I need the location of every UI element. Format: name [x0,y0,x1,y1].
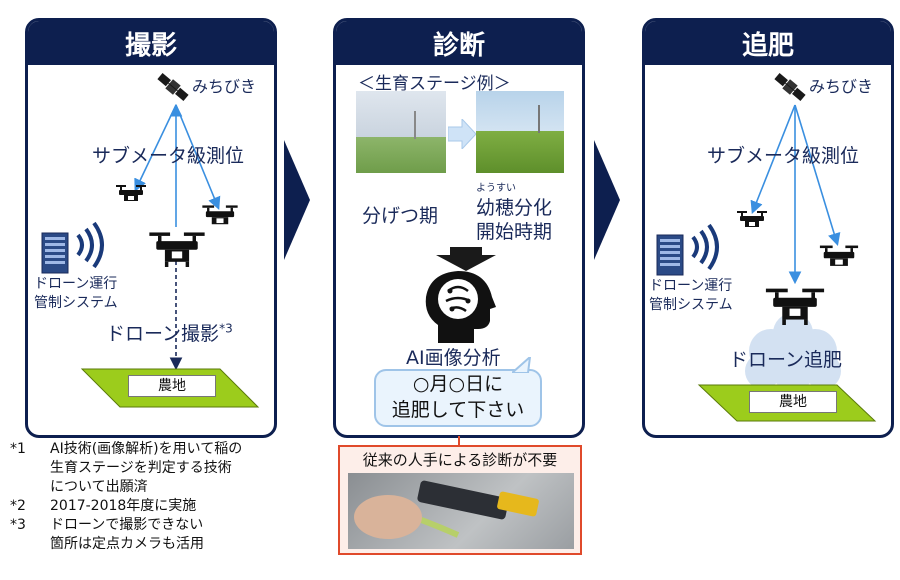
system-label-line1: ドローン運行 [649,278,733,294]
panel-title: 撮影 [28,21,274,65]
footnotes: *1 AI技術(画像解析)を用いて稲の 生育ステージを判定する技術 について出願… [10,440,310,554]
footnote-3: *3 ドローンで撮影できない 箇所は定点カメラも活用 [10,516,310,554]
positioning-label: サブメータ級測位 [707,145,860,167]
drone-icon [202,205,238,225]
footnote-line: 箇所は定点カメラも活用 [50,536,204,552]
footnote-mark: *3 [10,517,26,533]
footnote-2: *2 2017-2018年度に実施 [10,497,310,516]
system-label-line1: ドローン運行 [34,276,118,292]
panel-title: 追肥 [645,21,891,65]
footnote-mark: *1 [10,441,26,457]
server-icon [656,234,684,276]
system-label-line2: 管制システム [649,297,733,313]
spray-cloud [745,313,841,391]
callout-text: 従来の人手による診断が不要 [362,451,558,469]
footnote-line: 生育ステージを判定する技術 [50,460,232,476]
advice-bubble: ○月○日に 追肥して下さい [374,369,542,427]
ai-analysis-label: AI画像分析 [406,347,501,369]
footnote-mark: *2 [10,498,26,514]
footnote-line: AI技術(画像解析)を用いて稲の [50,441,243,457]
satellite-icon [157,73,189,101]
footnote-text: 2017-2018年度に実施 [50,497,196,516]
field-label: 農地 [128,375,216,397]
footnote-line: 2017-2018年度に実施 [50,498,197,514]
manual-diagnosis-callout: 従来の人手による診断が不要 [338,445,582,555]
drone-shot-label: ドローン撮影*3 [106,319,233,346]
footnote-1: *1 AI技術(画像解析)を用いて稲の 生育ステージを判定する技術 について出願… [10,440,310,497]
callout-connector [458,436,460,446]
satellite-label: みちびき [809,77,874,96]
ai-head-icon [425,271,496,343]
advice-line2: 追肥して下さい [391,399,525,421]
drone-spray-label: ドローン追肥 [729,349,843,371]
panel-tsuihi: 追肥 みちびき サブメータ級測位 [642,18,894,438]
footnote-text: AI技術(画像解析)を用いて稲の 生育ステージを判定する技術 について出願済 [50,440,242,497]
positioning-arrows [750,104,841,285]
signal-icon [691,223,719,271]
footnote-line: について出願済 [50,479,148,495]
drone-icon [116,185,146,201]
panel-satsuei: 撮影 みちびき サブメータ級測位 [25,18,277,438]
signal-icon [76,221,104,269]
chevron-right-icon [594,140,620,260]
hand-photo [348,473,574,549]
footnote-line: ドローンで撮影できない [50,517,204,533]
positioning-label: サブメータ級測位 [92,145,245,167]
stage2-label-line1: 幼穂分化 [476,197,553,219]
rice-photo-panicle [476,91,564,173]
rice-photo-tillering [356,91,446,173]
arrow-right-icon [448,119,476,149]
ruby-label: ようすい [476,183,516,194]
arrow-down-icon [436,247,496,271]
server-icon [41,232,69,274]
drone-icon [765,288,825,325]
stage2-label-line2: 開始時期 [476,221,553,243]
footnote-mark: *3 [219,321,233,336]
positioning-arrows [134,103,221,371]
drone-icon [149,232,205,267]
advice-line1: ○月○日に [412,373,504,395]
drone-shot-text: ドローン撮影 [106,323,220,345]
panel-shindan: 診断 ＜生育ステージ例＞ 分げつ期 ようすい 幼穂分化 開始時期 AI画像分析 … [333,18,585,438]
system-label-line2: 管制システム [34,295,118,311]
footnote-text: ドローンで撮影できない 箇所は定点カメラも活用 [50,516,204,554]
satellite-label: みちびき [192,77,257,96]
drone-icon [819,245,859,266]
chevron-right-icon [284,140,310,260]
stage-example-label: ＜生育ステージ例＞ [358,74,511,94]
satellite-icon [774,73,806,101]
bubble-tail [512,357,532,373]
drone-icon [737,211,767,227]
stage1-label: 分げつ期 [362,205,439,227]
panel-title: 診断 [336,21,582,65]
field-label: 農地 [749,391,837,413]
